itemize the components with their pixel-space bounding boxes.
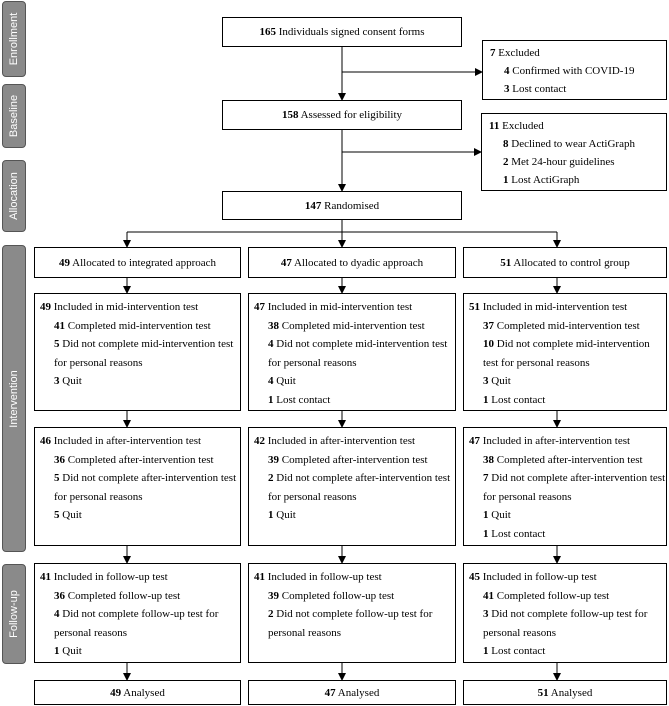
- after-intervention-box-control: 47 Included in after-intervention test 3…: [463, 427, 667, 546]
- stage-label-enrollment: Enrollment: [2, 1, 26, 77]
- mid-intervention-box-dyadic: 47 Included in mid-intervention test 38 …: [248, 293, 456, 411]
- randomised-box: 147 Randomised: [222, 191, 462, 220]
- allocation-box-control: 51 Allocated to control group: [463, 247, 667, 278]
- after-intervention-box-integrated: 46 Included in after-intervention test 3…: [34, 427, 241, 546]
- stage-label-baseline: Baseline: [2, 84, 26, 148]
- analysed-box-dyadic: 47 Analysed: [248, 680, 456, 705]
- assessed-box: 158 Assessed for eligibility: [222, 100, 462, 130]
- allocation-box-integrated: 49 Allocated to integrated approach: [34, 247, 241, 278]
- stage-label-allocation: Allocation: [2, 160, 26, 232]
- stage-label-follow-up: Follow-up: [2, 564, 26, 664]
- follow-up-box-dyadic: 41 Included in follow-up test 39 Complet…: [248, 563, 456, 663]
- excluded-box-enrollment: 7 Excluded 4 Confirmed with COVID-19 3 L…: [482, 40, 667, 100]
- allocation-box-dyadic: 47 Allocated to dyadic approach: [248, 247, 456, 278]
- excluded-box-baseline: 11 Excluded 8 Declined to wear ActiGraph…: [481, 113, 667, 191]
- consent-box: 165 Individuals signed consent forms: [222, 17, 462, 47]
- stage-label-intervention: Intervention: [2, 245, 26, 552]
- after-intervention-box-dyadic: 42 Included in after-intervention test 3…: [248, 427, 456, 546]
- mid-intervention-box-integrated: 49 Included in mid-intervention test 41 …: [34, 293, 241, 411]
- follow-up-box-control: 45 Included in follow-up test 41 Complet…: [463, 563, 667, 663]
- analysed-box-integrated: 49 Analysed: [34, 680, 241, 705]
- mid-intervention-box-control: 51 Included in mid-intervention test 37 …: [463, 293, 667, 411]
- analysed-box-control: 51 Analysed: [463, 680, 667, 705]
- follow-up-box-integrated: 41 Included in follow-up test 36 Complet…: [34, 563, 241, 663]
